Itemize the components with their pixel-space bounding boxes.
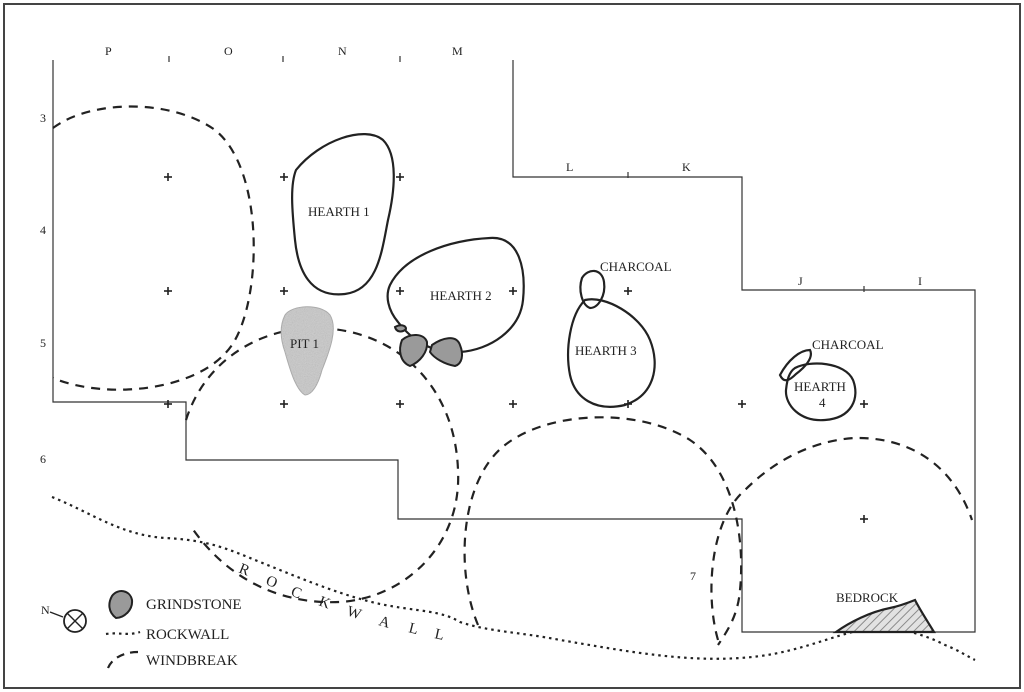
grindstone-1 xyxy=(399,334,429,368)
grid-datum-cross xyxy=(396,287,404,295)
windbreak-2 xyxy=(184,326,460,604)
grid-datum-cross xyxy=(164,400,172,408)
grid-datum-cross xyxy=(280,287,288,295)
grid-row-label-4: 4 xyxy=(40,223,46,237)
legend-grindstone-label: GRINDSTONE xyxy=(146,597,242,613)
rockwall-letter: K xyxy=(317,594,333,613)
rockwall-letter: R xyxy=(237,561,252,580)
pit-1-texture xyxy=(281,306,334,395)
grid-col-label-l: L xyxy=(566,160,573,174)
hearth-2-outline xyxy=(386,236,525,354)
hearth-2-label: HEARTH 2 xyxy=(430,288,492,303)
grid-col-label-p: P xyxy=(105,44,112,58)
hearth-4-label-line2: 4 xyxy=(819,395,826,410)
grid-datum-cross xyxy=(164,173,172,181)
excavation-outline-main xyxy=(52,60,976,633)
grid-row-label-6: 6 xyxy=(40,452,46,466)
rockwall-letter: O xyxy=(264,573,280,592)
legend-grindstone-icon xyxy=(108,590,134,620)
hearth-4-label-line1: HEARTH xyxy=(794,379,846,394)
grid-col-label-i: I xyxy=(918,274,922,288)
figure-border xyxy=(3,3,1021,689)
grid-datum-cross xyxy=(164,287,172,295)
grid-datum-cross xyxy=(396,400,404,408)
grid-row-label-3: 3 xyxy=(40,111,46,125)
grid-datum-cross xyxy=(860,400,868,408)
rockwall-letter: A xyxy=(377,613,392,631)
north-arrow-icon xyxy=(63,609,87,633)
north-arrow-stem xyxy=(49,611,64,618)
grid-col-label-o: O xyxy=(224,44,233,58)
windbreak-3 xyxy=(463,416,743,646)
grid-datum-cross xyxy=(280,400,288,408)
grindstone-3 xyxy=(393,324,408,333)
north-label: N xyxy=(41,603,50,617)
hearth-1-label: HEARTH 1 xyxy=(308,204,370,219)
rockwall-letter: L xyxy=(407,620,420,638)
windbreak-1 xyxy=(52,105,255,391)
grid-col-label-k: K xyxy=(682,160,691,174)
rockwall-letter: W xyxy=(345,604,364,624)
pit-1-label: PIT 1 xyxy=(290,336,319,351)
hearth-3-outline xyxy=(567,298,656,408)
grid-datum-cross xyxy=(509,287,517,295)
grid-datum-cross xyxy=(738,400,746,408)
bedrock-outline xyxy=(832,598,936,634)
rockwall-letter: L xyxy=(433,626,445,644)
charcoal-label-2: CHARCOAL xyxy=(812,337,884,352)
hearth-4-outline xyxy=(784,362,857,422)
north-arrow-cross-b xyxy=(66,612,84,630)
grid-datum-cross xyxy=(396,173,404,181)
legend: N GRINDSTONE ROCKWALL WINDBREAK xyxy=(41,590,242,669)
grid-datum-cross xyxy=(509,400,517,408)
charcoal-label-1: CHARCOAL xyxy=(600,259,672,274)
rockwall-line xyxy=(51,495,976,661)
grid-datum-cross xyxy=(280,173,288,181)
legend-rockwall-label: ROCKWALL xyxy=(146,627,229,643)
bedrock-label: BEDROCK xyxy=(836,590,899,605)
grid-row-label-7: 7 xyxy=(690,569,696,583)
grid-col-label-n: N xyxy=(338,44,347,58)
legend-windbreak-icon xyxy=(106,650,139,669)
grid-datum-points xyxy=(164,173,868,523)
hearth-3-label: HEARTH 3 xyxy=(575,343,637,358)
grindstone-2 xyxy=(428,337,464,368)
grid-datum-cross xyxy=(860,515,868,523)
grid-row-label-5: 5 xyxy=(40,336,46,350)
grid-col-label-j: J xyxy=(798,274,803,288)
legend-rockwall-icon xyxy=(105,630,141,636)
grid-datum-cross xyxy=(624,287,632,295)
grid-col-label-m: M xyxy=(452,44,463,58)
legend-windbreak-label: WINDBREAK xyxy=(146,653,238,669)
hearth-1-outline xyxy=(291,133,395,296)
windbreak-4 xyxy=(710,436,974,641)
